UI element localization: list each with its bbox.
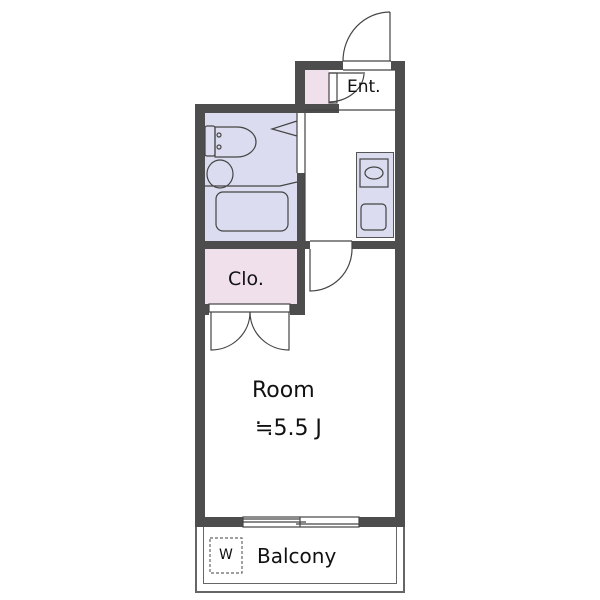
washer-label: W bbox=[219, 547, 233, 563]
wall-room-bottom-left bbox=[195, 517, 243, 527]
wall-closet-bottom bbox=[195, 304, 209, 315]
balcony-inner-rail bbox=[203, 527, 397, 584]
closet-label: Clo. bbox=[228, 268, 264, 290]
wall-bath-bottom bbox=[195, 241, 310, 249]
wall-bath-top bbox=[195, 104, 305, 113]
room-area-label: ≒5.5 J bbox=[255, 416, 322, 441]
shoe-cabinet bbox=[305, 70, 329, 104]
wall-bath-right-lower bbox=[297, 173, 305, 249]
wall-closet-right bbox=[297, 241, 305, 315]
wall-shoe-bottom bbox=[295, 104, 339, 113]
wall-entrance-left bbox=[295, 61, 305, 113]
wall-right bbox=[395, 61, 405, 527]
balcony-label: Balcony bbox=[257, 544, 337, 568]
wall-closet-bottom-right bbox=[290, 304, 305, 315]
wall-room-bottom-right bbox=[359, 517, 405, 527]
entrance-label: Ent. bbox=[347, 77, 381, 97]
wall-kitchen-bottom bbox=[352, 241, 405, 249]
closet-area bbox=[205, 249, 297, 304]
wall-entrance-top bbox=[295, 61, 343, 70]
wall-left bbox=[195, 104, 205, 527]
room-label: Room bbox=[252, 378, 315, 403]
balcony bbox=[195, 527, 405, 593]
